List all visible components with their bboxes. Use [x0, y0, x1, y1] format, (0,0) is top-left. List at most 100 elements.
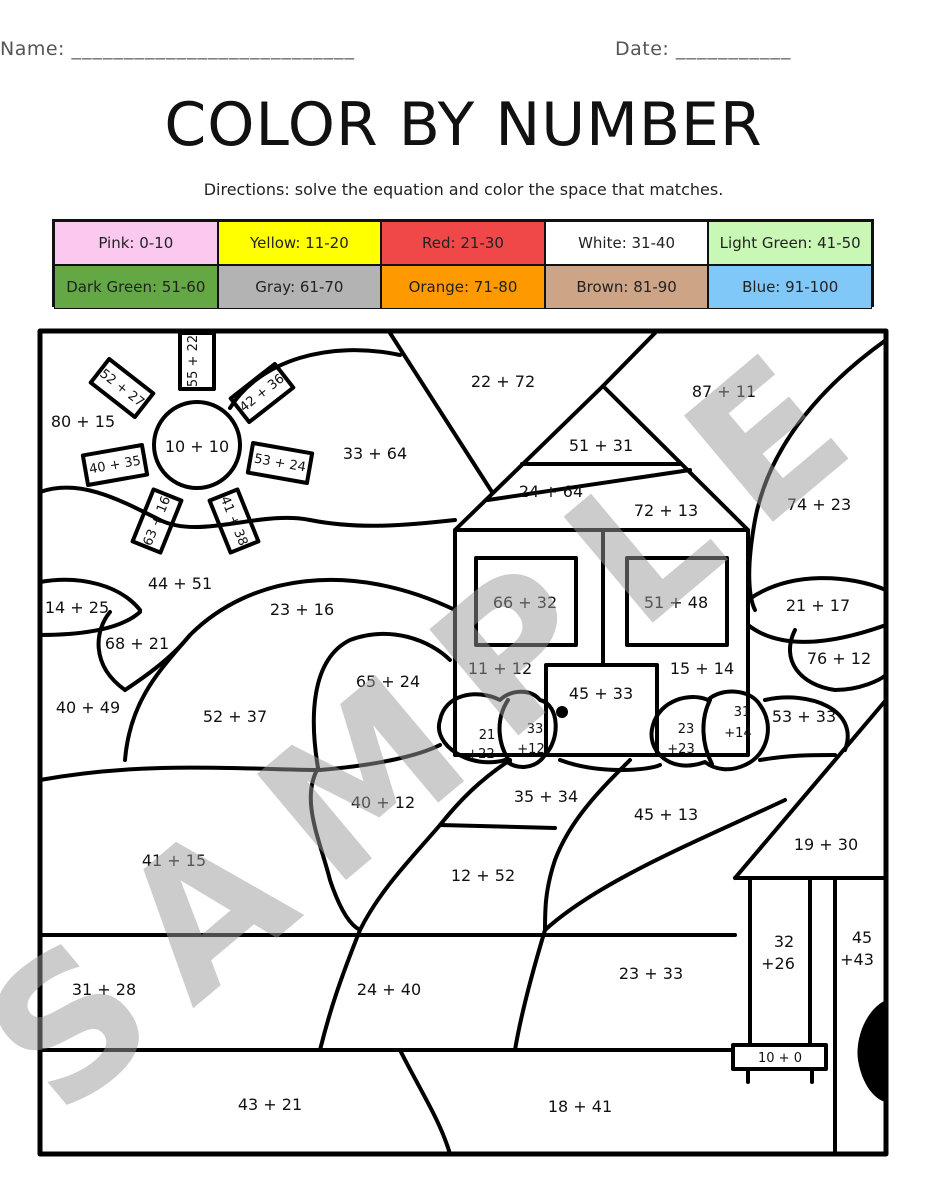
- eq-bush3-b: +23: [667, 742, 694, 757]
- field-divider-right: [543, 798, 787, 932]
- hill-line-b: [96, 610, 127, 692]
- key-gray: Gray: 61-70: [217, 265, 382, 309]
- sun-ray-top-left: [88, 356, 156, 420]
- eq-bush4-a: 31: [734, 705, 751, 720]
- eq-bush2-b: +12: [517, 742, 544, 757]
- eq-field-b: 45 + 13: [634, 805, 698, 824]
- key-blue: Blue: 91-100: [708, 265, 872, 309]
- eq-shed-a: 45: [852, 928, 872, 947]
- hill-line-c: [123, 633, 192, 762]
- key-yellow-label: Yellow: 11-20: [250, 234, 349, 252]
- hill-top-left: [38, 577, 142, 612]
- name-label: Name:: [0, 38, 65, 60]
- eq-field-a: 40 + 12: [351, 793, 415, 812]
- eq-ground-e: 18 + 41: [548, 1097, 612, 1116]
- sign-board: [731, 1043, 828, 1071]
- eq-roof-right: 72 + 13: [634, 501, 698, 520]
- hill-line-d: [123, 633, 192, 692]
- path-left: [358, 758, 512, 932]
- date-label: Date:: [615, 38, 670, 60]
- eq-post-b: +26: [761, 954, 795, 973]
- eq-bush2-a: 33: [527, 722, 544, 737]
- shed-roof-diagonal: [733, 698, 888, 880]
- path-divider: [438, 823, 557, 830]
- hill-mid: [311, 631, 452, 770]
- key-white-label: White: 31-40: [578, 234, 676, 252]
- eq-sun-top-left: 52 + 27: [96, 366, 146, 410]
- eq-cloud-right-b: 76 + 12: [807, 649, 871, 668]
- page-title: COLOR BY NUMBER: [164, 90, 763, 160]
- ground-curve-a: [318, 928, 362, 1052]
- house-window-right: [625, 556, 729, 647]
- eq-sky-right-top: 87 + 11: [692, 382, 756, 401]
- eq-sky-top: 22 + 72: [471, 372, 535, 391]
- horizon-right: [758, 753, 837, 762]
- ground-curve-b: [513, 928, 547, 1052]
- eq-wall-left: 11 + 12: [468, 659, 532, 678]
- key-dark-green-label: Dark Green: 51-60: [66, 278, 206, 296]
- eq-sky-left: 80 + 15: [51, 412, 115, 431]
- directions-text: Directions: solve the equation and color…: [203, 180, 724, 199]
- house-door: [544, 663, 659, 757]
- house-window-left: [474, 556, 578, 647]
- key-brown-label: Brown: 81-90: [576, 278, 677, 296]
- key-orange: Orange: 71-80: [381, 265, 545, 309]
- eq-bush1-a: 21: [479, 728, 496, 743]
- eq-wall-right: 15 + 14: [670, 659, 734, 678]
- eq-hill-a: 14 + 25: [45, 598, 109, 617]
- eq-field-c: 41 + 15: [142, 851, 206, 870]
- hill-right-top: [746, 576, 888, 602]
- key-yellow: Yellow: 11-20: [217, 221, 382, 265]
- sun-ray-right: [245, 441, 315, 485]
- eq-sign: 10 + 0: [758, 1051, 802, 1066]
- key-gray-label: Gray: 61-70: [255, 278, 344, 296]
- hill-right-b: [788, 628, 888, 692]
- path-right: [543, 758, 632, 932]
- eq-shed-b: +43: [840, 950, 874, 969]
- eq-sky-right: 74 + 23: [787, 495, 851, 514]
- eq-bush4-b: +14: [724, 726, 751, 741]
- roof-outline: [453, 384, 750, 532]
- sky-curve: [228, 348, 402, 410]
- eq-sky-mid: 33 + 64: [343, 444, 407, 463]
- hill-line-a: [38, 610, 142, 637]
- picture-frame: [37, 328, 889, 1157]
- eq-cloud-right-a: 21 + 17: [786, 596, 850, 615]
- eq-sun-bottom-left: 63 + 16: [141, 494, 174, 548]
- sky-diagonal-left: [388, 331, 494, 494]
- eq-right-bush: 53 + 33: [772, 707, 836, 726]
- key-light-green: Light Green: 41-50: [708, 221, 872, 265]
- hill-right-a: [746, 623, 888, 644]
- eq-ground-c: 23 + 33: [619, 964, 683, 983]
- eq-sun-center: 10 + 10: [165, 437, 229, 456]
- eq-hill-e: 23 + 16: [270, 600, 334, 619]
- eq-sun-left: 40 + 35: [88, 454, 142, 478]
- key-light-green-label: Light Green: 41-50: [719, 234, 861, 252]
- key-blue-label: Blue: 91-100: [742, 278, 839, 296]
- date-blank: ___________: [675, 38, 792, 60]
- eq-path-mid: 12 + 52: [451, 866, 515, 885]
- sun-center: [152, 400, 242, 490]
- eq-window-left: 66 + 32: [493, 593, 557, 612]
- bush-left-split: [497, 698, 512, 764]
- eq-hill-d: 52 + 37: [203, 707, 267, 726]
- eq-hill-c: 40 + 49: [56, 698, 120, 717]
- eq-ground-d: 43 + 21: [238, 1095, 302, 1114]
- sky-diagonal-right: [601, 331, 657, 388]
- bush-right: [649, 689, 770, 772]
- field-divider-left: [308, 766, 362, 932]
- door-knob: [556, 706, 568, 718]
- key-brown: Brown: 81-90: [544, 265, 709, 309]
- key-orange-label: Orange: 71-80: [408, 278, 518, 296]
- hill-right-c: [763, 695, 850, 752]
- eq-door: 45 + 33: [569, 684, 633, 703]
- eq-sun-right: 53 + 24: [253, 452, 307, 476]
- horizon-middle: [558, 758, 662, 772]
- key-dark-green: Dark Green: 51-60: [54, 265, 218, 309]
- eq-shed-roof: 19 + 30: [794, 835, 858, 854]
- bush-left: [436, 689, 558, 769]
- eq-hill-f: 65 + 24: [356, 672, 420, 691]
- key-red: Red: 21-30: [381, 221, 545, 265]
- eq-hill-b: 68 + 21: [105, 634, 169, 653]
